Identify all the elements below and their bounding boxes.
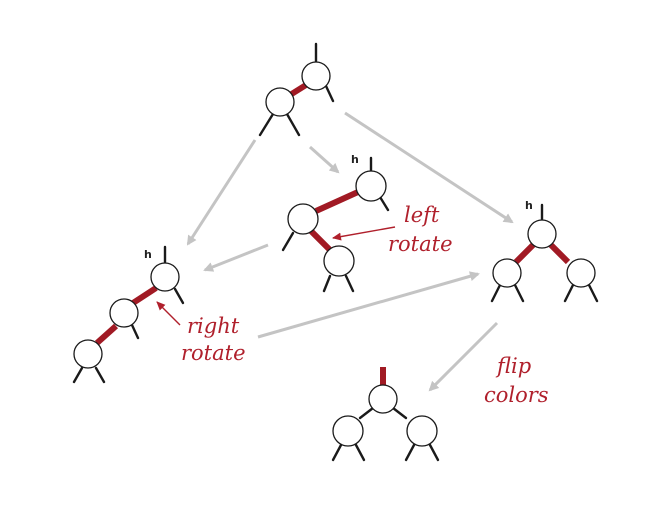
tree-node bbox=[301, 61, 331, 91]
tree-node bbox=[355, 170, 387, 202]
tree-node bbox=[406, 415, 438, 447]
svg-text:rotate: rotate bbox=[388, 232, 453, 256]
arrow-left-rotate-to-right-rotate-case bbox=[203, 243, 269, 272]
left-rotate-label: left rotate bbox=[332, 203, 453, 256]
arrow-top-to-left-rotate-case bbox=[309, 145, 340, 174]
tree-after-flip-colors bbox=[331, 367, 440, 462]
h-label: h bbox=[144, 248, 152, 261]
tree-node bbox=[150, 262, 180, 292]
arrow-both-red-to-flipped bbox=[428, 321, 499, 392]
svg-text:colors: colors bbox=[484, 383, 549, 407]
transition-arrows bbox=[186, 111, 514, 392]
svg-text:flip: flip bbox=[495, 354, 531, 378]
tree-node bbox=[368, 384, 398, 414]
svg-text:left: left bbox=[404, 203, 440, 227]
h-label: h bbox=[351, 153, 359, 166]
tree-node bbox=[287, 203, 319, 235]
right-rotate-pointer bbox=[156, 301, 181, 326]
svg-text:right: right bbox=[187, 314, 240, 338]
tree-node bbox=[492, 258, 522, 288]
tree-both-red-children: h bbox=[490, 199, 599, 303]
tree-node bbox=[323, 245, 355, 277]
right-rotate-label: right rotate bbox=[156, 301, 246, 365]
tree-node bbox=[566, 258, 596, 288]
left-rotate-pointer bbox=[332, 226, 396, 241]
tree-node bbox=[109, 298, 139, 328]
arrow-right-rotate-to-both-red-case bbox=[257, 271, 480, 339]
svg-text:rotate: rotate bbox=[181, 341, 246, 365]
tree-top-red-right-child bbox=[258, 42, 335, 137]
tree-node bbox=[73, 339, 103, 369]
tree-node bbox=[265, 87, 295, 117]
arrow-top-to-both-red-case bbox=[344, 111, 514, 224]
h-label: h bbox=[525, 199, 533, 212]
tree-left-rotate-case: h bbox=[281, 153, 390, 293]
tree-node bbox=[332, 415, 364, 447]
tree-node bbox=[527, 219, 557, 249]
tree-right-rotate-case: h bbox=[72, 245, 185, 384]
arrow-top-to-right-leaning bbox=[186, 139, 257, 246]
flip-colors-label: flip colors bbox=[484, 354, 549, 407]
